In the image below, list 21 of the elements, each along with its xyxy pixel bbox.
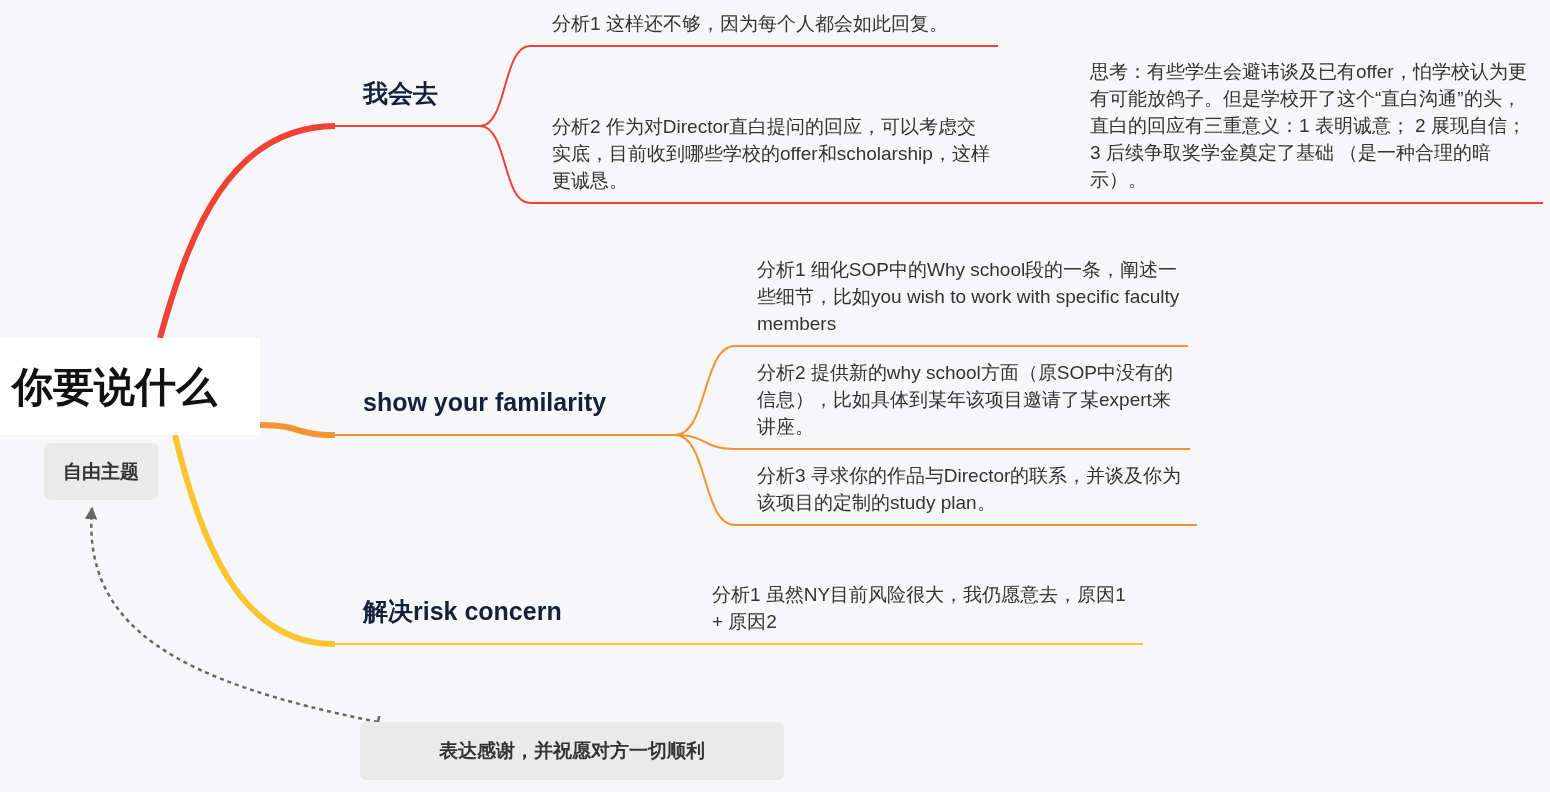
note-text: 思考：有些学生会避讳谈及已有offer，怕学校认为更有可能放鸽子。但是学校开了这个“直白沟通”的头，直白的回应有三重意义：1 表明诚意； 2 展现自信； 3 后续争取奖学金奠定了基础 （是一种合理的暗示）。 <box>1090 60 1528 192</box>
branch-topic-text: show your familarity <box>363 387 607 418</box>
floating-topic-text: 表达感谢，并祝愿对方一切顺利 <box>439 739 705 763</box>
branch-line <box>172 434 336 647</box>
branch-line <box>259 422 336 438</box>
subtopic-text: 分析2 作为对Director直白提问的回应，可以考虑交实底，目前收到哪些学校的offer和scholarship，这样更诚恳。 <box>552 115 991 193</box>
branch-topic-text: 我会去 <box>363 78 438 109</box>
floating-topic-text: 自由主题 <box>63 459 139 484</box>
subtopic-text: 分析1 虽然NY目前风险很大，我仍愿意去，原因1 + 原因2 <box>712 583 1127 634</box>
subtopic-text: 分析3 寻求你的作品与Director的联系，并谈及你为该项目的定制的study plan。 <box>757 464 1183 515</box>
branch-line <box>479 125 531 204</box>
subtopic-text: 分析2 提供新的why school方面（原SOP中没有的信息），比如具体到某年该项目邀请了某expert来讲座。 <box>757 361 1174 439</box>
central-topic-text: 你要说什么 <box>12 363 217 412</box>
branch-topic-text: 解决risk concern <box>363 596 562 627</box>
branch-line <box>157 123 336 339</box>
branch-line <box>659 643 691 645</box>
branch-line <box>674 434 736 526</box>
subtopic-text: 分析1 细化SOP中的Why school段的一条，阐述一些细节，比如you wish to work with specific faculty members <box>757 258 1180 336</box>
central-topic-box <box>0 338 260 435</box>
subtopic-text: 分析1 这样还不够，因为每个人都会如此回复。 <box>552 12 949 36</box>
floating-topic-box <box>360 722 784 780</box>
